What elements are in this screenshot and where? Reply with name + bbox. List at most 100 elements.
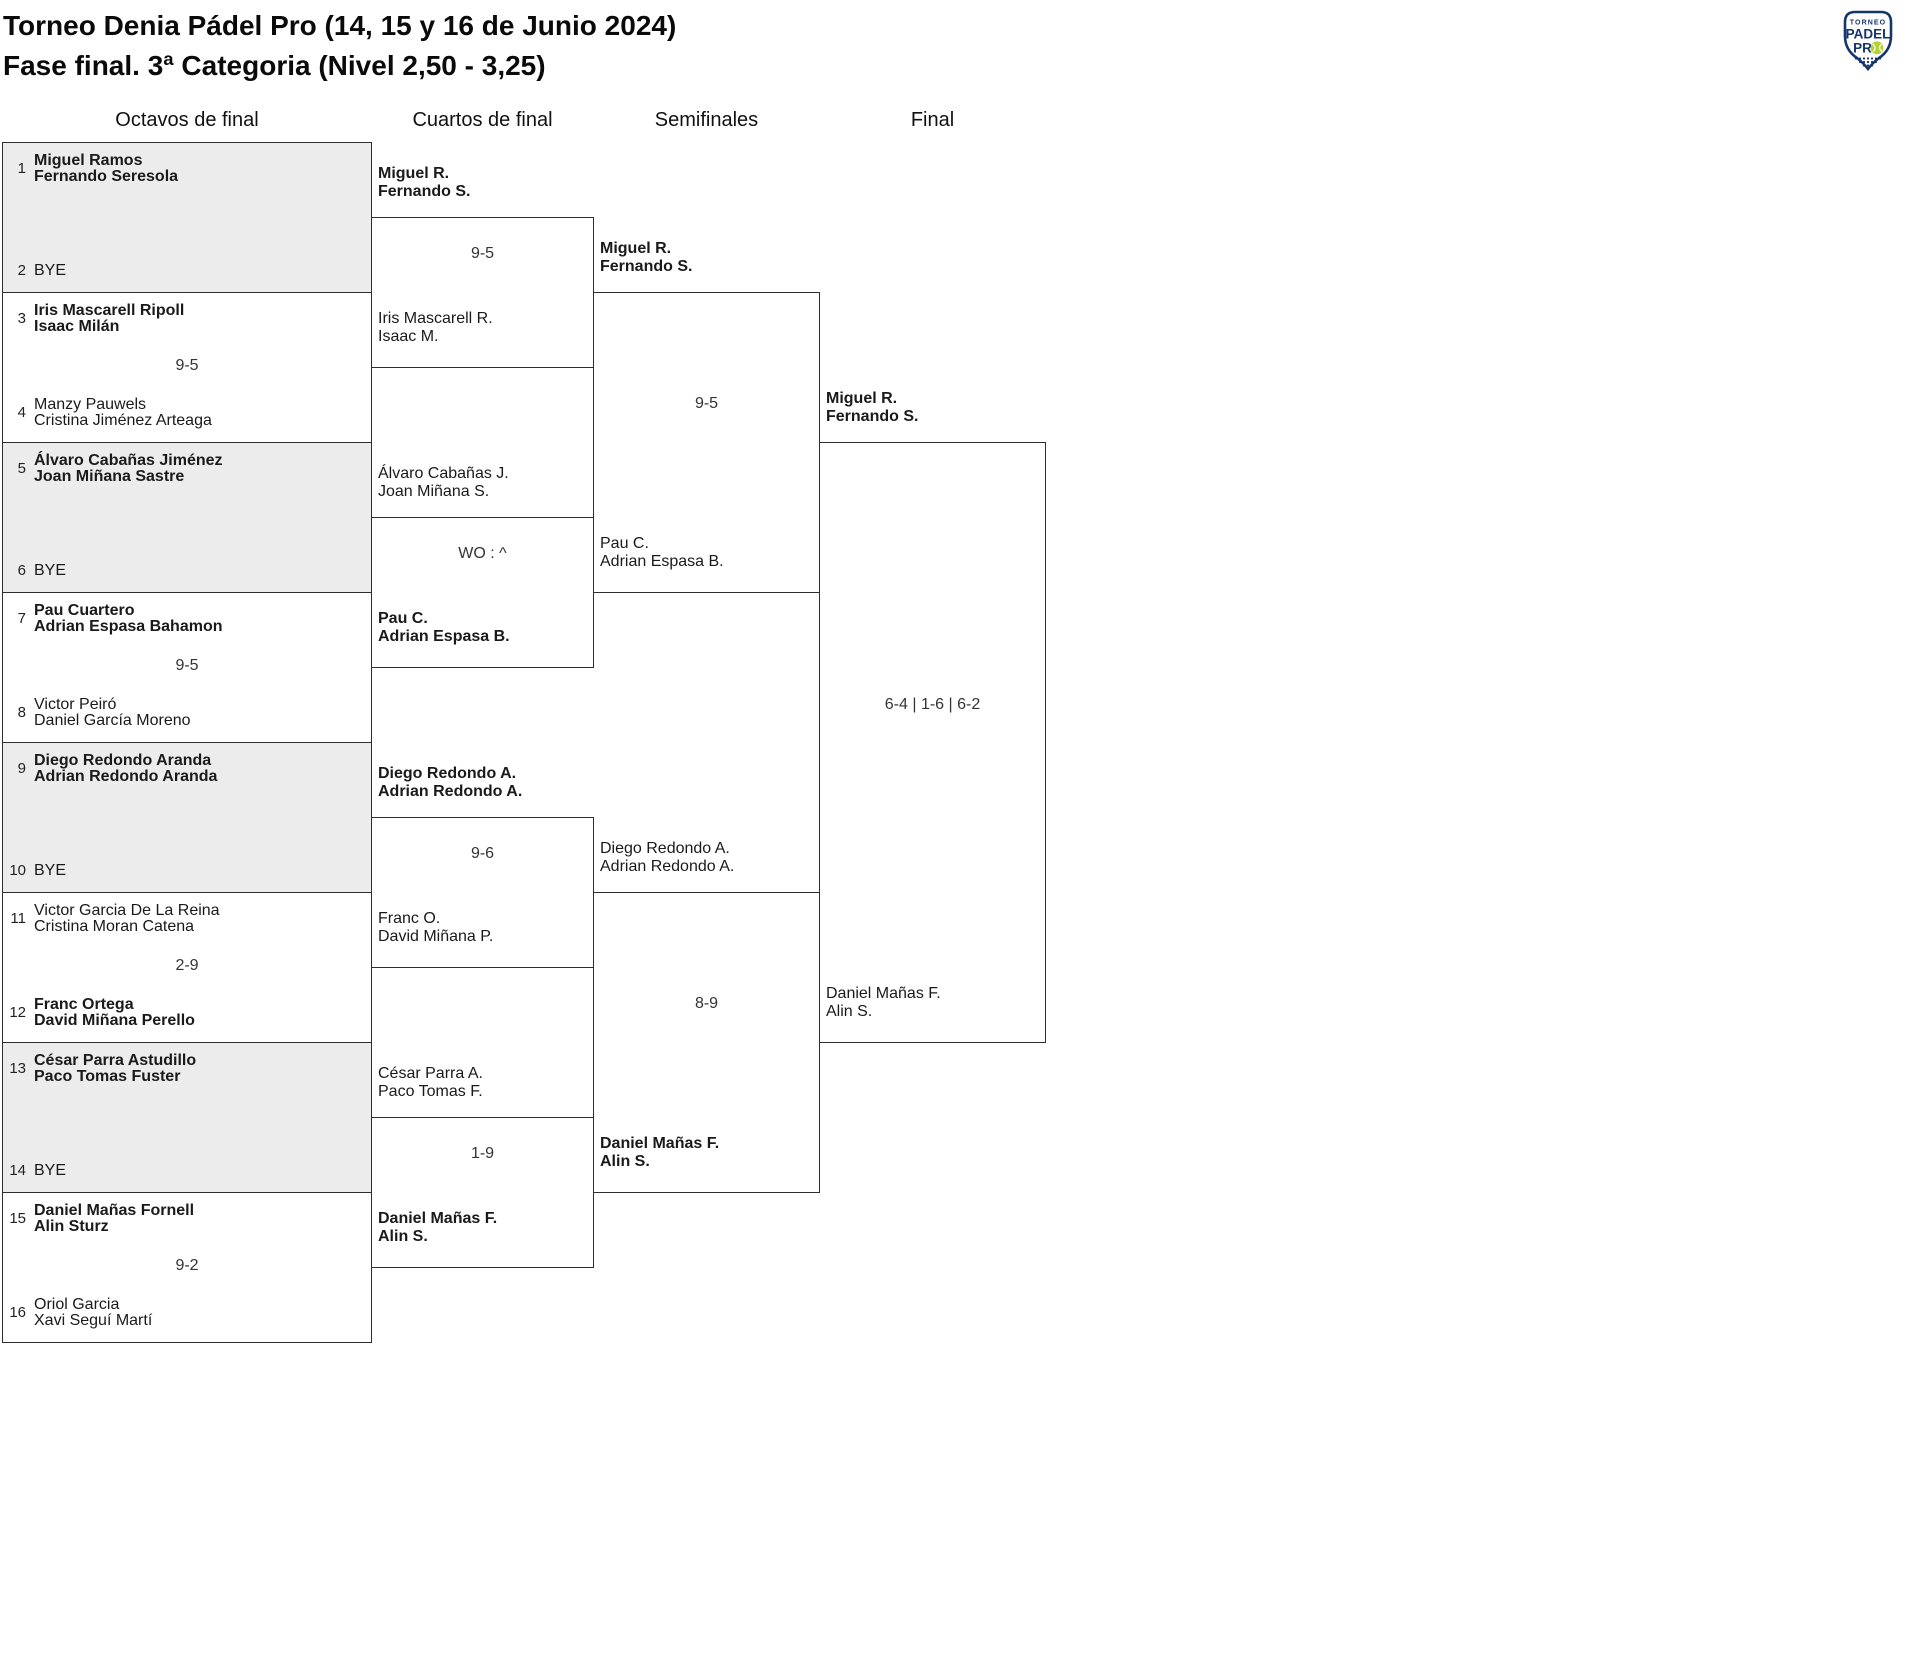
team-entry: 3 Iris Mascarell Ripoll Isaac Milán <box>9 303 185 335</box>
player-name: Miguel R. <box>378 165 450 182</box>
logo-racket-dots <box>1854 57 1882 67</box>
match-score: 9-6 <box>470 845 495 862</box>
match-score: 9-5 <box>694 395 719 412</box>
seed-number: 10 <box>9 862 26 879</box>
bye-label: BYE <box>34 262 67 279</box>
match-score: 8-9 <box>694 995 719 1012</box>
player-name: David Miñana P. <box>378 928 494 945</box>
player-name: Miguel R. <box>600 240 672 257</box>
team-label: Diego Redondo A. Adrian Redondo A. <box>378 765 522 801</box>
player-name: David Miñana Perello <box>34 1012 195 1029</box>
player-name: Alin S. <box>600 1153 650 1170</box>
player-name: Alin S. <box>826 1003 873 1020</box>
player-name: Álvaro Cabañas Jiménez <box>34 452 223 469</box>
player-name: Manzy Pauwels <box>34 396 147 413</box>
player-name: Diego Redondo A. <box>600 840 730 857</box>
team-label: Daniel Mañas F. Alin S. <box>600 1135 719 1171</box>
player-name: Álvaro Cabañas J. <box>378 465 509 482</box>
player-name: Pau C. <box>600 535 649 552</box>
match-box-octavos-2: 3 Iris Mascarell Ripoll Isaac Milán 9-5 … <box>2 292 372 443</box>
player-name: Isaac Milán <box>34 318 120 335</box>
player-name: Adrian Espasa Bahamon <box>34 618 223 635</box>
player-name: Miguel Ramos <box>34 152 143 169</box>
player-name: Cristina Jiménez Arteaga <box>34 412 212 429</box>
team-entry: 11 Victor Garcia De La Reina Cristina Mo… <box>9 902 220 935</box>
player-name: Daniel Mañas F. <box>826 985 941 1002</box>
player-name: Xavi Seguí Martí <box>34 1312 153 1329</box>
match-score: 2-9 <box>175 957 199 974</box>
team-label: Franc O. David Miñana P. <box>378 910 493 946</box>
player-name: Daniel Mañas F. <box>600 1135 720 1152</box>
player-name: Daniel Mañas F. <box>378 1210 498 1227</box>
team-entry: 4 Manzy Pauwels Cristina Jiménez Arteaga <box>9 397 212 429</box>
team-entry: 13 César Parra Astudillo Paco Tomas Fust… <box>9 1053 196 1085</box>
player-name: Adrian Redondo A. <box>600 858 735 875</box>
player-name: Fernando Seresola <box>34 168 179 185</box>
match-box-semifinal-1 <box>593 292 820 593</box>
team-entry-bye: 14 BYE <box>9 1163 66 1179</box>
player-name: Franc Ortega <box>34 996 134 1013</box>
player-name: Paco Tomas F. <box>378 1083 483 1100</box>
player-name: Pau C. <box>378 610 428 627</box>
player-name: Daniel Mañas Fornell <box>34 1202 195 1219</box>
round-header-final: Final <box>910 109 955 131</box>
tournament-title: Torneo Denia Pádel Pro (14, 15 y 16 de J… <box>3 10 677 41</box>
tennis-ball-icon <box>1870 41 1884 55</box>
seed-number: 7 <box>17 610 26 627</box>
match-box-octavos-5: 9 Diego Redondo Aranda Adrian Redondo Ar… <box>2 742 372 893</box>
team-label: Álvaro Cabañas J. Joan Miñana S. <box>378 465 509 501</box>
player-name: Paco Tomas Fuster <box>34 1068 181 1085</box>
player-name: Victor Peiró <box>34 696 117 713</box>
match-score: 6-4 | 1-6 | 6-2 <box>884 696 981 713</box>
player-name: Fernando S. <box>600 258 693 275</box>
seed-number: 2 <box>17 262 26 279</box>
seed-number: 9 <box>17 760 26 777</box>
padel-pro-logo: TORNEO PADEL PR <box>1843 10 1893 72</box>
player-name: Daniel García Moreno <box>34 712 191 729</box>
team-entry: 12 Franc Ortega David Miñana Perello <box>9 997 195 1029</box>
seed-number: 4 <box>17 404 26 421</box>
player-name: Oriol Garcia <box>34 1296 120 1313</box>
match-box-octavos-8: 15 Daniel Mañas Fornell Alin Sturz 9-2 1… <box>2 1192 372 1343</box>
player-name: Adrian Redondo Aranda <box>34 768 218 785</box>
player-name: Victor Garcia De La Reina <box>34 902 220 919</box>
player-name: Diego Redondo A. <box>378 765 517 782</box>
player-name: César Parra A. <box>378 1065 483 1082</box>
match-score: 9-5 <box>175 357 199 374</box>
team-label: César Parra A. Paco Tomas F. <box>378 1065 483 1101</box>
match-box-cuartos-1 <box>371 217 594 368</box>
team-entry-bye: 10 BYE <box>9 863 66 879</box>
match-box-final <box>819 442 1046 1043</box>
match-box-octavos-1: 1 Miguel Ramos Fernando Seresola 2 BYE <box>2 142 372 293</box>
page-title: Torneo Denia Pádel Pro (14, 15 y 16 de J… <box>3 6 676 86</box>
player-name: Joan Miñana Sastre <box>34 468 185 485</box>
player-name: Pau Cuartero <box>34 602 135 619</box>
bye-label: BYE <box>34 1162 67 1179</box>
team-label: Miguel R. Fernando S. <box>826 390 918 426</box>
round-header-cuartos: Cuartos de final <box>412 109 553 131</box>
seed-number: 8 <box>17 704 26 721</box>
round-header-octavos: Octavos de final <box>115 109 259 131</box>
match-score: 9-5 <box>175 657 199 674</box>
round-header-semifinales: Semifinales <box>654 109 759 131</box>
match-score: 9-2 <box>175 1257 199 1274</box>
team-entry: 1 Miguel Ramos Fernando Seresola <box>9 153 178 185</box>
player-name: Diego Redondo Aranda <box>34 752 212 769</box>
bye-label: BYE <box>34 862 67 879</box>
player-name: Cristina Moran Catena <box>34 918 195 935</box>
seed-number: 5 <box>17 460 26 477</box>
player-name: Iris Mascarell R. <box>378 310 493 327</box>
team-label: Miguel R. Fernando S. <box>600 240 692 276</box>
match-score: 1-9 <box>470 1145 495 1162</box>
match-box-octavos-6: 11 Victor Garcia De La Reina Cristina Mo… <box>2 892 372 1043</box>
player-name: César Parra Astudillo <box>34 1052 197 1069</box>
player-name: Alin S. <box>378 1228 428 1245</box>
player-name: Miguel R. <box>826 390 898 407</box>
player-name: Adrian Espasa B. <box>378 628 510 645</box>
team-label: Pau C. Adrian Espasa B. <box>378 610 510 646</box>
bye-label: BYE <box>34 562 67 579</box>
seed-number: 16 <box>9 1304 26 1321</box>
seed-number: 15 <box>9 1210 26 1227</box>
match-score: WO : ^ <box>458 545 507 562</box>
seed-number: 13 <box>9 1060 26 1077</box>
